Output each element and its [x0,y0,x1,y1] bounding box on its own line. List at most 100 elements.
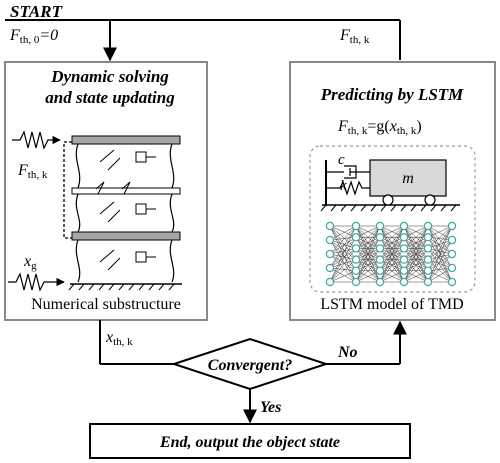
nn-connection [329,259,357,283]
nn-connection [403,237,429,283]
nn-node [351,221,361,231]
nn-connection [427,237,453,269]
nn-connection [427,259,453,269]
force-spring [12,130,61,150]
nn-connection [329,237,357,283]
nn-connection [427,236,453,255]
nn-node [399,266,409,275]
nn-connection [403,225,429,260]
nn-node [399,221,409,231]
nn-connection [329,239,357,260]
nn-node [325,221,335,231]
nn-connection [427,225,453,255]
nn-connection [329,239,357,271]
lstm-equation: Fth, k=g(xth, k) [337,118,422,137]
nn-node [399,232,409,242]
nn-connection [329,270,357,283]
nn-connection [329,253,357,260]
nn-node [423,266,433,275]
nn-connection [427,225,453,241]
nn-connection [329,236,357,241]
left-caption: Numerical substructure [31,296,181,313]
start-label: START [10,2,63,21]
nn-connection [329,259,357,269]
end-label: End, output the object state [159,434,340,451]
nn-connection [403,225,429,249]
floor-slab-3 [71,231,181,241]
nn-node [399,255,409,264]
nn-connection [379,225,405,249]
nn-connection [427,225,453,271]
left-title-line1: Dynamic solving [50,67,169,86]
nn-connection [427,225,453,249]
ground-excitation-label: xg [23,253,37,272]
nn-node [351,266,361,275]
start-init-force: Fth, 0=0 [9,27,58,46]
nn-node [375,244,385,253]
nn-connection [379,270,405,283]
nn-connection [329,225,357,283]
nn-node [447,235,457,245]
floor-slab-top [71,135,181,145]
nn-node [325,235,335,245]
nn-connection [355,225,381,283]
right-caption: LSTM model of TMD [320,296,463,313]
nn-connection [427,239,453,260]
nn-connection [329,239,357,249]
nn-connection [329,225,357,255]
mass-label: m [402,170,414,187]
nn-connection [355,225,381,271]
nn-connection [379,237,405,283]
nn-connection [329,225,357,269]
nn-connection [403,248,429,283]
nn-node [375,277,385,287]
spring-label: k [340,178,347,194]
nn-node [375,221,385,231]
nn-node [447,277,457,287]
nn-connection [403,225,429,238]
left-title-line2: and state updating [45,88,175,107]
nn-node [399,244,409,253]
yes-label: Yes [260,399,281,416]
neural-network-illustration [325,221,457,287]
nn-node [351,255,361,264]
nn-connection [427,239,453,249]
disp-label: xth, k [105,329,133,348]
nn-node [447,249,457,259]
nn-connection [355,237,381,283]
nn-node [351,232,361,242]
tmd-mechanical-model [320,159,460,212]
nn-node [325,249,335,259]
nn-node [447,221,457,231]
nn-node [399,277,409,287]
damper-label: c [338,152,345,168]
nn-node [325,263,335,273]
nn-connection [379,225,405,283]
nn-connection [355,259,381,283]
tmd-model-panel [309,145,476,293]
nn-connection [427,225,453,269]
nn-connection [329,248,357,255]
nn-connection [329,267,357,283]
nn-connection [427,248,453,269]
nn-node [351,244,361,253]
nn-node [423,277,433,287]
nn-connection [355,225,381,238]
nn-connection [379,259,405,283]
nn-connection [329,253,357,272]
nn-connection [329,225,357,241]
nn-connection [427,253,453,272]
end-box [89,423,411,459]
nn-node [423,232,433,242]
nn-connection [329,253,357,283]
nn-connection [329,237,357,269]
nn-node [423,255,433,264]
nn-connection [403,270,429,283]
nn-connection [427,267,453,283]
nn-connection [427,239,453,283]
nn-connection [355,270,381,283]
nn-connection [379,225,405,260]
nn-connection [355,225,381,249]
nn-connection [329,239,357,283]
